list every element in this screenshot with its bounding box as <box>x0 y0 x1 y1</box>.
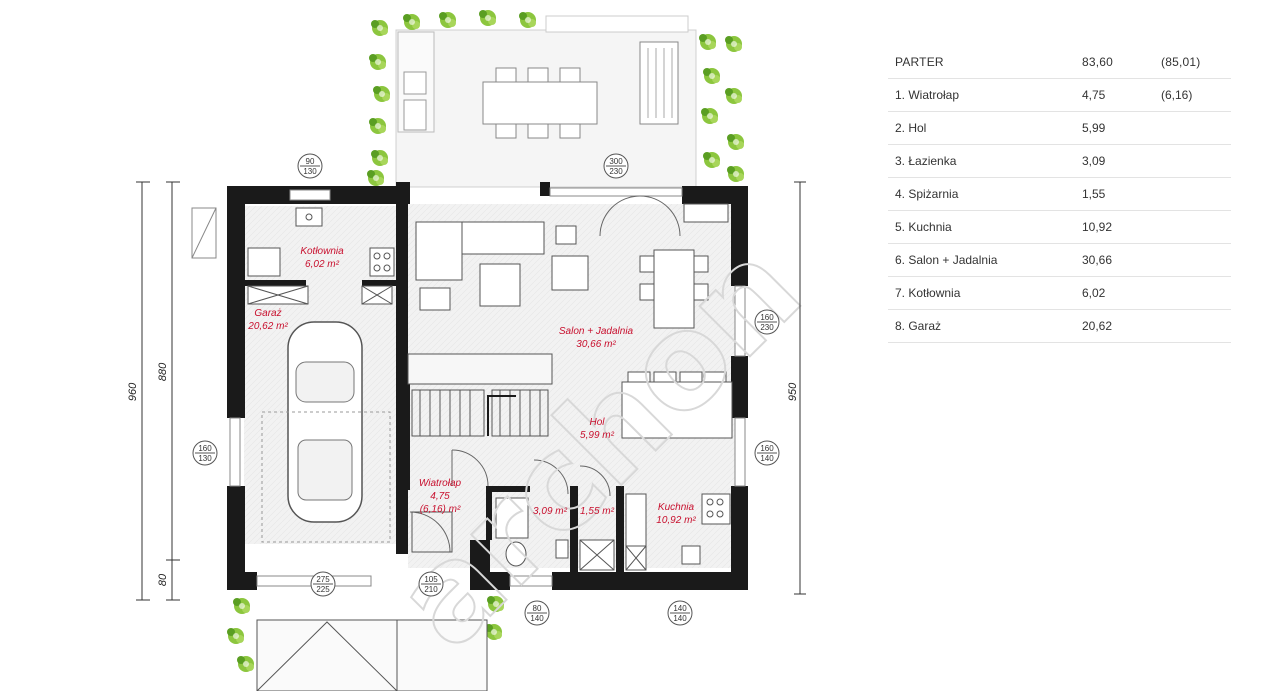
dim-left-outer: 960 <box>127 382 139 401</box>
svg-text:230: 230 <box>609 167 623 176</box>
room-label: 8. Garaż <box>888 309 1075 343</box>
fittings <box>495 493 731 571</box>
room-area-total <box>1154 309 1231 343</box>
room-area: 3,09 <box>1075 144 1154 178</box>
svg-text:130: 130 <box>303 167 317 176</box>
living-furniture <box>407 203 733 439</box>
table-header-value: 83,60 <box>1075 46 1154 79</box>
room-area: 10,92 <box>1075 210 1154 244</box>
doors <box>409 195 681 553</box>
svg-text:160: 160 <box>760 313 774 322</box>
room-label: 5. Kuchnia <box>888 210 1075 244</box>
room-label: 7. Kotłownia <box>888 276 1075 310</box>
svg-text:300: 300 <box>609 157 623 166</box>
stairs <box>411 389 549 437</box>
svg-text:90: 90 <box>306 157 315 166</box>
room-area-total <box>1154 111 1231 145</box>
svg-text:105: 105 <box>424 575 438 584</box>
room-area: 1,55 <box>1075 177 1154 211</box>
room-name-kotlownia: Kotłownia <box>300 246 344 257</box>
terrace <box>395 15 697 188</box>
table-header-value2: (85,01) <box>1154 46 1231 79</box>
dim-left-inner: 880 <box>157 362 169 381</box>
svg-text:140: 140 <box>760 454 774 463</box>
room-labels: Kotłownia 6,02 m² Garaż 20,62 m² Salon +… <box>247 246 696 526</box>
table-header-row: PARTER 83,60 (85,01) <box>888 46 1231 79</box>
table-header-label: PARTER <box>888 46 1075 79</box>
room-area: 4,75 <box>1075 78 1154 112</box>
room-name-hol: Hol <box>589 417 605 428</box>
room-area: 6,02 <box>1075 276 1154 310</box>
svg-text:140: 140 <box>673 614 687 623</box>
room-area-hol: 5,99 m² <box>580 430 615 441</box>
room-area-total <box>1154 144 1231 178</box>
room-name-kuchnia: Kuchnia <box>658 502 695 513</box>
svg-text:160: 160 <box>198 444 212 453</box>
svg-text:210: 210 <box>424 585 438 594</box>
dim-left-bottom: 80 <box>157 573 169 586</box>
dim-right: 950 <box>787 382 799 401</box>
svg-text:160: 160 <box>760 444 774 453</box>
room-label: 3. Łazienka <box>888 144 1075 178</box>
dimension-lines <box>136 181 806 601</box>
svg-text:225: 225 <box>316 585 330 594</box>
svg-text:130: 130 <box>198 454 212 463</box>
room-area: 30,66 <box>1075 243 1154 277</box>
room-area-total <box>1154 177 1231 211</box>
room-label: 6. Salon + Jadalnia <box>888 243 1075 277</box>
room-name-wiatrolap: Wiatrołap <box>419 478 462 489</box>
svg-text:140: 140 <box>530 614 544 623</box>
room-area-total <box>1154 276 1231 310</box>
room-area-kotlownia: 6,02 m² <box>305 259 340 270</box>
room-area-kuchnia: 10,92 m² <box>656 515 696 526</box>
garage-furniture <box>191 207 393 543</box>
room-area: 5,99 <box>1075 111 1154 145</box>
room-area-total: (6,16) <box>1154 78 1231 112</box>
svg-text:140: 140 <box>673 604 687 613</box>
room-area-salon: 30,66 m² <box>576 339 616 350</box>
room-area-lazienka: 3,09 m² <box>533 506 568 517</box>
room-area-total <box>1154 210 1231 244</box>
room-label: 4. Spiżarnia <box>888 177 1075 211</box>
room-area-spizarnia: 1,55 m² <box>580 506 615 517</box>
entrance-roof <box>256 511 488 691</box>
room-label: 1. Wiatrołap <box>888 78 1075 112</box>
room-area-garaz: 20,62 m² <box>247 321 288 332</box>
svg-text:80: 80 <box>533 604 542 613</box>
room-area-wiatrolap: 4,75 <box>430 491 450 502</box>
room-area2-wiatrolap: (6,16) m² <box>420 504 461 515</box>
room-name-garaz: Garaż <box>254 308 281 319</box>
room-area-total <box>1154 243 1231 277</box>
room-label: 2. Hol <box>888 111 1075 145</box>
svg-text:275: 275 <box>316 575 330 584</box>
room-area: 20,62 <box>1075 309 1154 343</box>
room-name-salon: Salon + Jadalnia <box>559 326 634 337</box>
svg-text:230: 230 <box>760 323 774 332</box>
boiler-room-furniture <box>247 207 395 277</box>
